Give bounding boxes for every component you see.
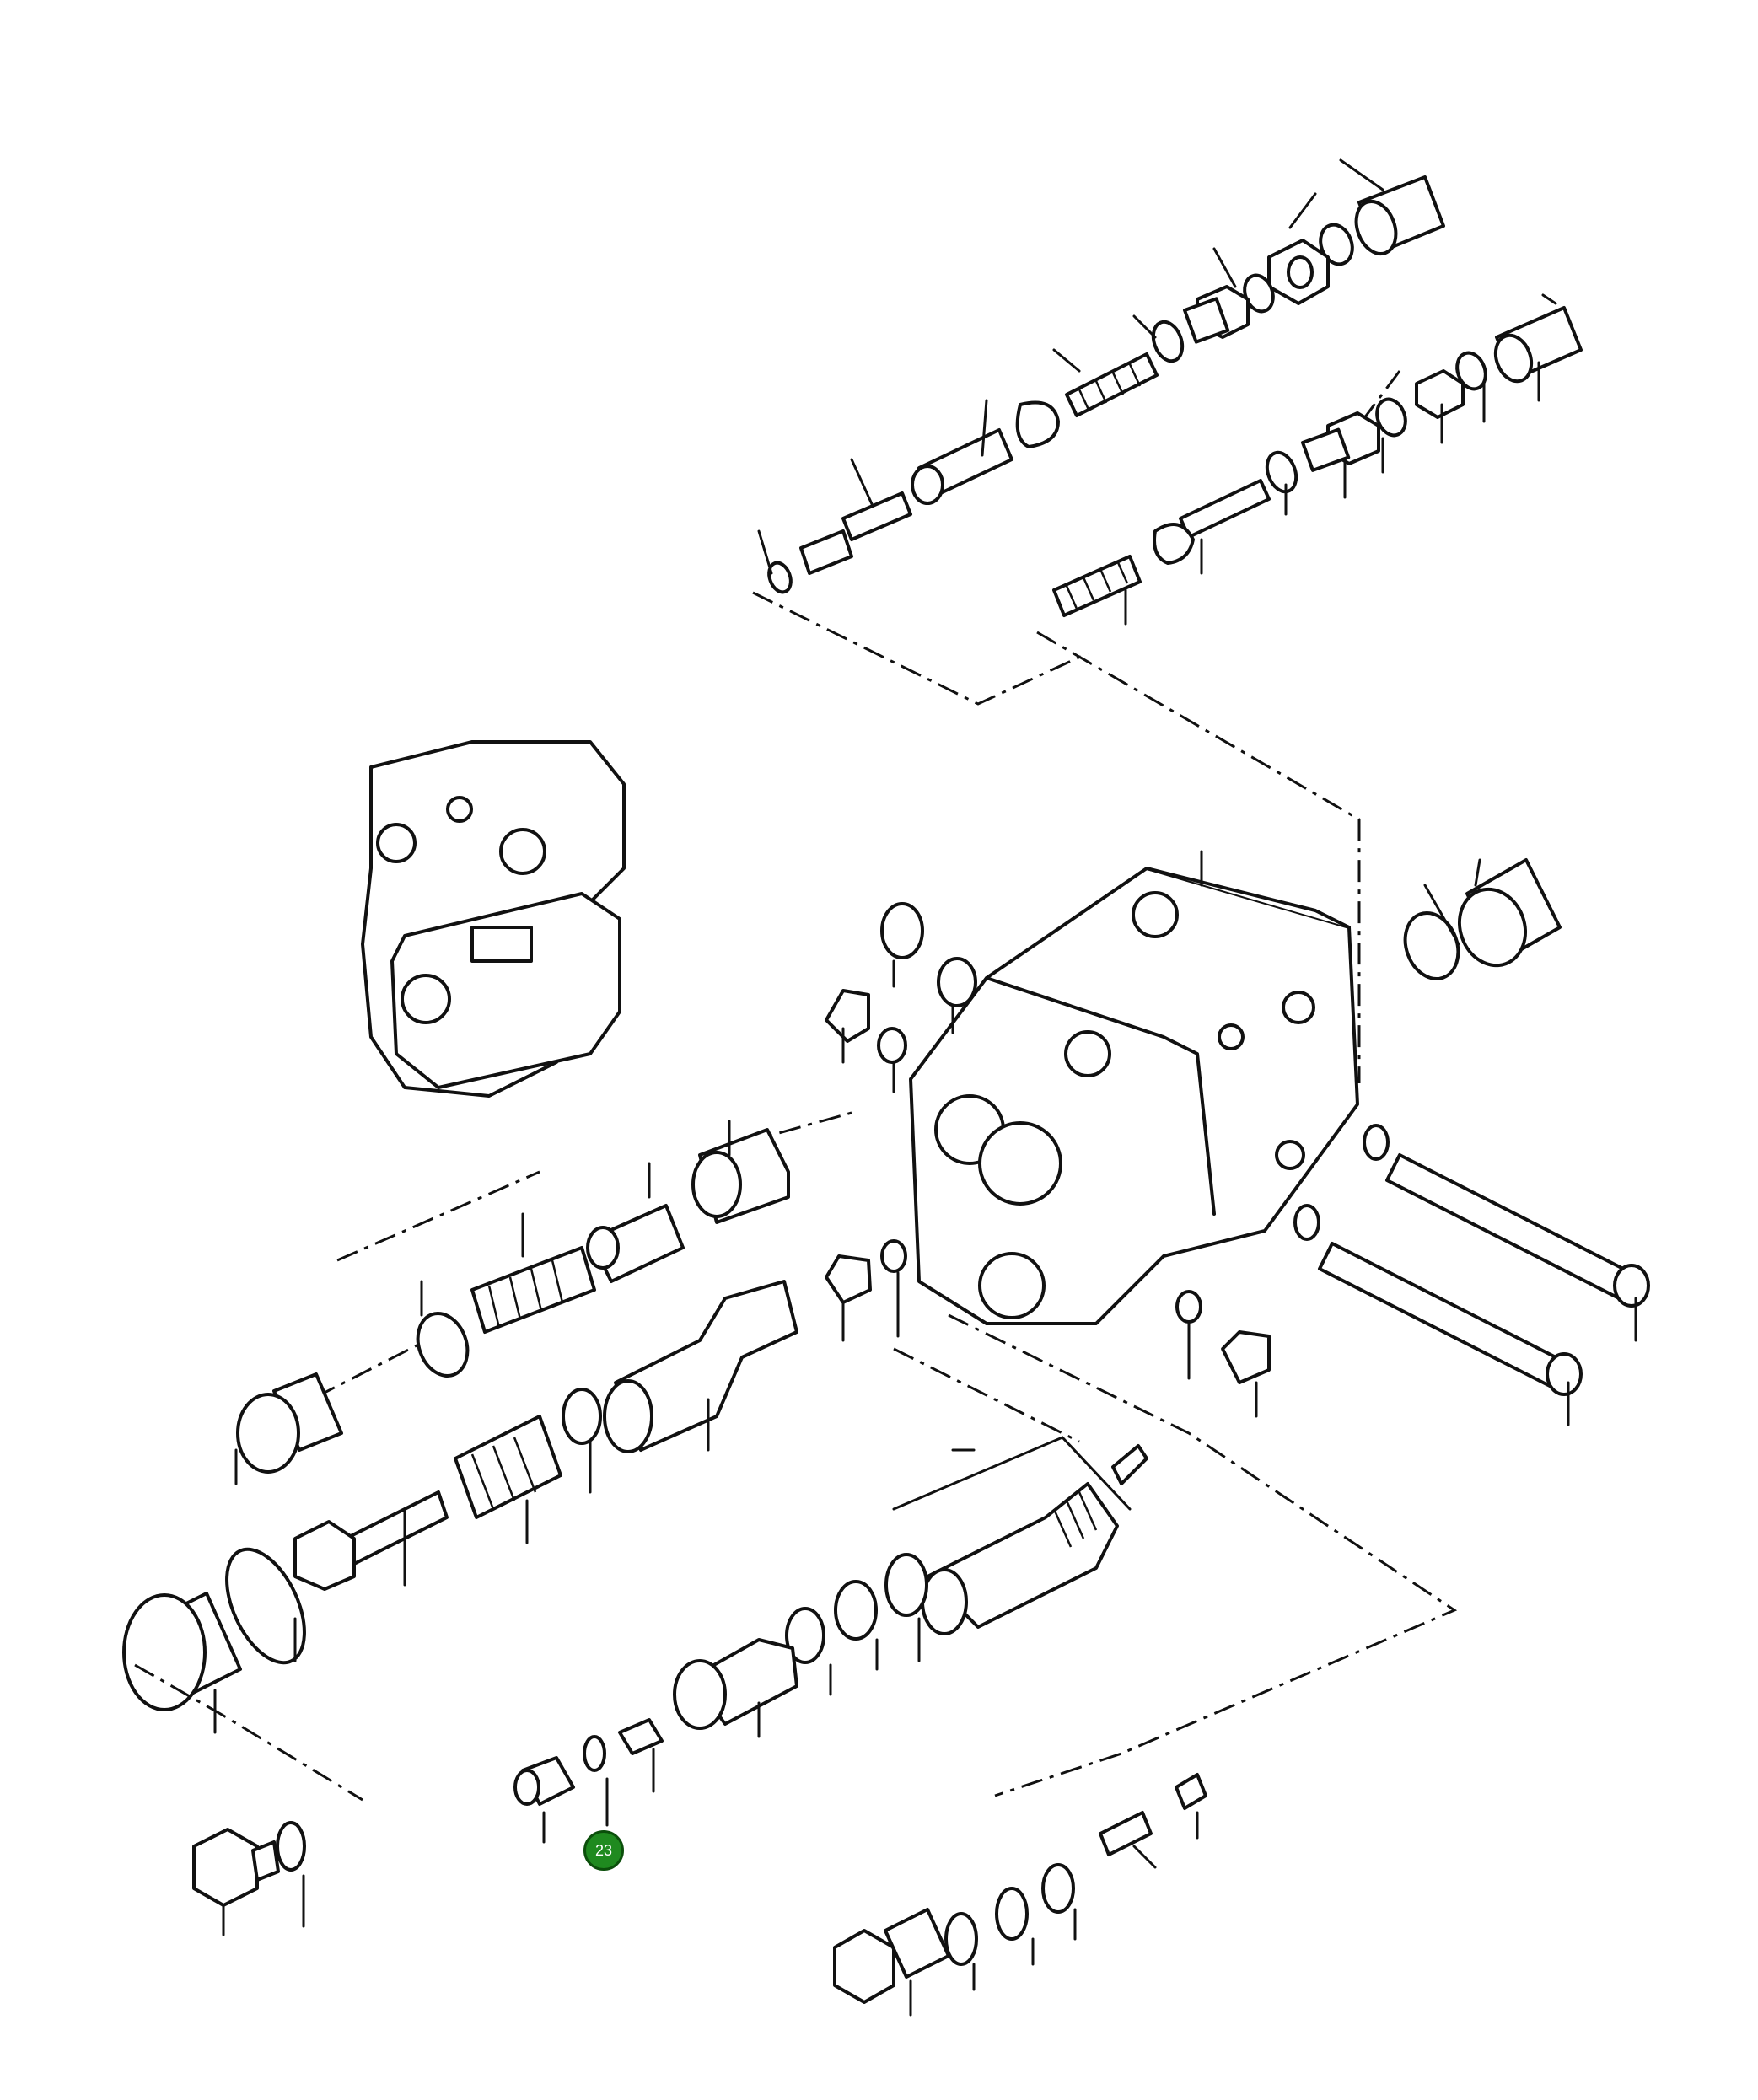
- plunger-part: [1015, 400, 1060, 448]
- o-ring-part: [1403, 911, 1460, 980]
- adapter-part: [673, 1638, 798, 1730]
- callout-23[interactable]: 23: [583, 1830, 624, 1871]
- spring-part: [1065, 352, 1159, 417]
- sleeve-part: [691, 1128, 790, 1224]
- banjo-bolt-part: [833, 1908, 950, 2004]
- o-ring-part: [937, 957, 977, 1007]
- small-screw-part: [513, 1756, 575, 1806]
- washer-part: [583, 1735, 606, 1772]
- hex-nut-part: [1415, 369, 1465, 419]
- valve-body: [909, 850, 1359, 1325]
- reference-pump-view: [361, 740, 626, 1098]
- upper-valve-assembly: [752, 158, 1445, 1083]
- valve-stem-part: [293, 1490, 449, 1591]
- relief-valve-assembly: [1052, 293, 1583, 626]
- bolt-part: [1318, 1242, 1583, 1396]
- washer-part: [1319, 223, 1354, 266]
- plug-part: [236, 1372, 343, 1474]
- washer-part: [995, 1887, 1029, 1941]
- washer-part: [562, 1388, 602, 1445]
- spring-part: [1052, 555, 1142, 617]
- washer-part: [276, 1821, 306, 1872]
- washer-part: [1293, 1204, 1320, 1241]
- valve-spool-part: [841, 491, 912, 541]
- small-bolt-part: [825, 989, 907, 1064]
- spring-part: [470, 1246, 596, 1334]
- o-ring-part: [416, 1312, 470, 1378]
- snap-ring-part: [767, 561, 793, 594]
- bolt-part: [1385, 1153, 1650, 1308]
- small-bolt-part: [825, 1239, 907, 1304]
- plug-part: [1457, 858, 1562, 968]
- o-ring-part: [1265, 450, 1298, 494]
- washer-part: [944, 1912, 978, 1966]
- pin-part: [618, 1718, 664, 1755]
- o-ring-part: [225, 1547, 306, 1665]
- spring-part: [454, 1415, 562, 1519]
- o-ring-part: [1041, 1863, 1075, 1914]
- washer-part: [1455, 351, 1487, 391]
- o-ring-part: [834, 1580, 878, 1641]
- washer-part: [1375, 397, 1407, 438]
- hex-bolt-part: [192, 1828, 280, 1907]
- plug-part: [122, 1592, 242, 1711]
- spring-part: [1175, 1773, 1207, 1810]
- cap-nut-part: [1339, 158, 1445, 255]
- seal-part: [880, 902, 924, 959]
- piston-part: [603, 1280, 798, 1453]
- o-ring-part: [785, 1607, 825, 1664]
- small-bolt-part: [1175, 1290, 1271, 1384]
- control-valve-part: [921, 1482, 1119, 1635]
- o-ring-part: [884, 1553, 928, 1617]
- washer-part: [1363, 1124, 1390, 1161]
- o-ring-part: [1151, 320, 1185, 363]
- threaded-rod-part: [1179, 479, 1271, 539]
- needle-valve-part: [1099, 1811, 1153, 1856]
- poppet-part: [1153, 523, 1195, 565]
